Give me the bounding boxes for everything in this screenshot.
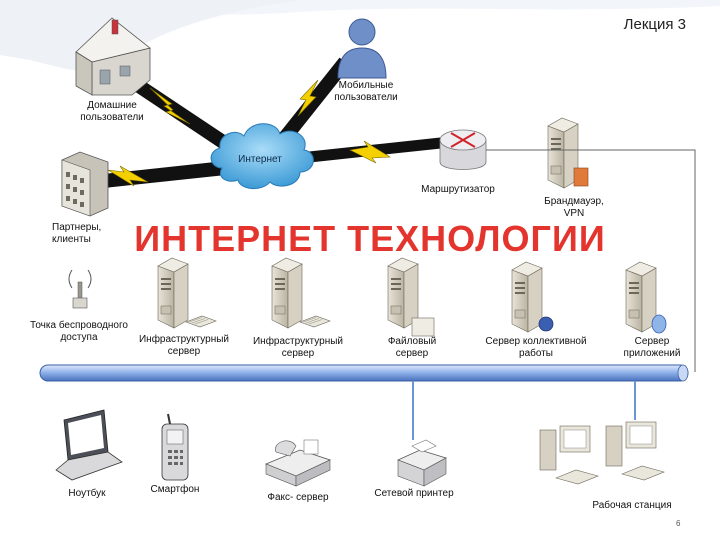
server-icons [157,257,667,337]
internet-cloud-icon [210,123,314,189]
page-number: 6 [676,519,681,528]
wireless-ap-icon [68,269,92,309]
laptop-icon [55,409,123,481]
partners-label: Партнеры,клиенты [52,222,102,245]
lightning-icons [107,79,391,187]
internet-label: Интернет [238,154,282,165]
firewall-icon [547,117,589,189]
workstation-label: Рабочая станция [592,500,672,511]
fax-server-label: Факс- сервер [267,492,329,503]
smartphone-label: Смартфон [150,484,200,495]
bus-drops [412,381,636,440]
printer-icon [396,439,448,487]
user-icon [337,18,387,79]
router-icon [439,129,487,170]
router-label: Маршрутизатор [421,184,495,195]
house-icon [75,17,151,96]
frame-lines [486,149,696,372]
building-icon [61,151,109,217]
firewall-label: Брандмауэр,VPN [544,196,604,219]
fax-icon [264,439,332,487]
slide-title: ИНТЕРНЕТ ТЕХНОЛОГИИ [134,218,606,259]
laptop-label: Ноутбук [68,488,106,499]
workstation-icon [539,421,665,485]
lecture-label: Лекция 3 [623,16,686,33]
network-bus [39,364,689,382]
smartphone-icon [161,413,189,481]
network-printer-label: Сетевой принтер [374,488,454,499]
